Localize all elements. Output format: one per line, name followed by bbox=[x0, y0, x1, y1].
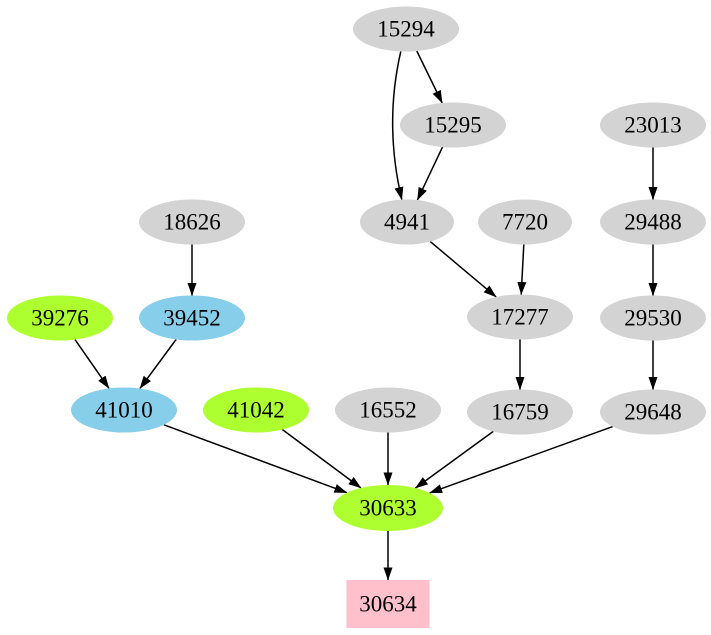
node-29530: 29530 bbox=[600, 295, 706, 341]
edge-7720-17277 bbox=[517, 244, 527, 295]
edge-16759-30633 bbox=[414, 430, 494, 489]
node-label: 4941 bbox=[384, 210, 430, 235]
node-39452: 39452 bbox=[139, 295, 245, 341]
node-label: 41042 bbox=[227, 398, 285, 423]
node-label: 15294 bbox=[377, 17, 435, 42]
node-label: 30633 bbox=[359, 496, 417, 521]
node-shape-ellipse bbox=[478, 199, 572, 245]
node-15295: 15295 bbox=[400, 102, 506, 148]
node-label: 16552 bbox=[359, 398, 417, 423]
node-shape-ellipse bbox=[467, 294, 573, 340]
edge-41042-30633 bbox=[281, 428, 362, 489]
node-shape-ellipse bbox=[335, 387, 441, 433]
node-label: 23013 bbox=[624, 113, 682, 138]
edge-39276-41010 bbox=[74, 339, 110, 389]
node-shape-ellipse bbox=[600, 102, 706, 148]
node-17277: 17277 bbox=[467, 294, 573, 340]
node-16759: 16759 bbox=[467, 389, 573, 435]
node-label: 29530 bbox=[624, 306, 682, 331]
node-label: 29488 bbox=[624, 210, 682, 235]
node-30634: 30634 bbox=[346, 580, 430, 628]
node-label: 41010 bbox=[95, 398, 153, 423]
node-label: 17277 bbox=[491, 305, 549, 330]
node-shape-ellipse bbox=[600, 295, 706, 341]
node-label: 16759 bbox=[491, 400, 549, 425]
node-18626: 18626 bbox=[139, 199, 245, 245]
edge-15295-4941 bbox=[416, 146, 444, 201]
node-label: 30634 bbox=[359, 592, 417, 617]
node-39276: 39276 bbox=[7, 295, 113, 341]
node-shape-ellipse bbox=[139, 199, 245, 245]
node-shape-ellipse bbox=[333, 485, 443, 531]
node-shape-ellipse bbox=[139, 295, 245, 341]
node-label: 18626 bbox=[163, 210, 221, 235]
node-shape-rect bbox=[346, 580, 430, 628]
node-16552: 16552 bbox=[335, 387, 441, 433]
node-7720: 7720 bbox=[478, 199, 572, 245]
node-41010: 41010 bbox=[71, 387, 177, 433]
node-shape-ellipse bbox=[467, 389, 573, 435]
node-30633: 30633 bbox=[333, 485, 443, 531]
node-23013: 23013 bbox=[600, 102, 706, 148]
edge-4941-17277 bbox=[429, 241, 497, 298]
edge-15294-15295 bbox=[416, 50, 443, 104]
node-shape-ellipse bbox=[353, 6, 459, 52]
node-shape-ellipse bbox=[360, 199, 454, 245]
node-29488: 29488 bbox=[600, 199, 706, 245]
node-label: 39276 bbox=[31, 306, 89, 331]
node-shape-ellipse bbox=[203, 387, 309, 433]
node-41042: 41042 bbox=[203, 387, 309, 433]
edge-29648-30633 bbox=[429, 425, 613, 494]
node-29648: 29648 bbox=[600, 389, 706, 435]
edge-15294-4941 bbox=[391, 51, 404, 201]
node-shape-ellipse bbox=[7, 295, 113, 341]
node-shape-ellipse bbox=[600, 389, 706, 435]
node-shape-ellipse bbox=[71, 387, 177, 433]
node-label: 39452 bbox=[163, 306, 221, 331]
node-label: 29648 bbox=[624, 400, 682, 425]
node-shape-ellipse bbox=[600, 199, 706, 245]
edge-39452-41010 bbox=[139, 339, 177, 389]
edge-41010-30633 bbox=[163, 424, 348, 494]
node-shape-ellipse bbox=[400, 102, 506, 148]
node-15294: 15294 bbox=[353, 6, 459, 52]
node-label: 7720 bbox=[502, 210, 548, 235]
node-label: 15295 bbox=[424, 113, 482, 138]
node-4941: 4941 bbox=[360, 199, 454, 245]
